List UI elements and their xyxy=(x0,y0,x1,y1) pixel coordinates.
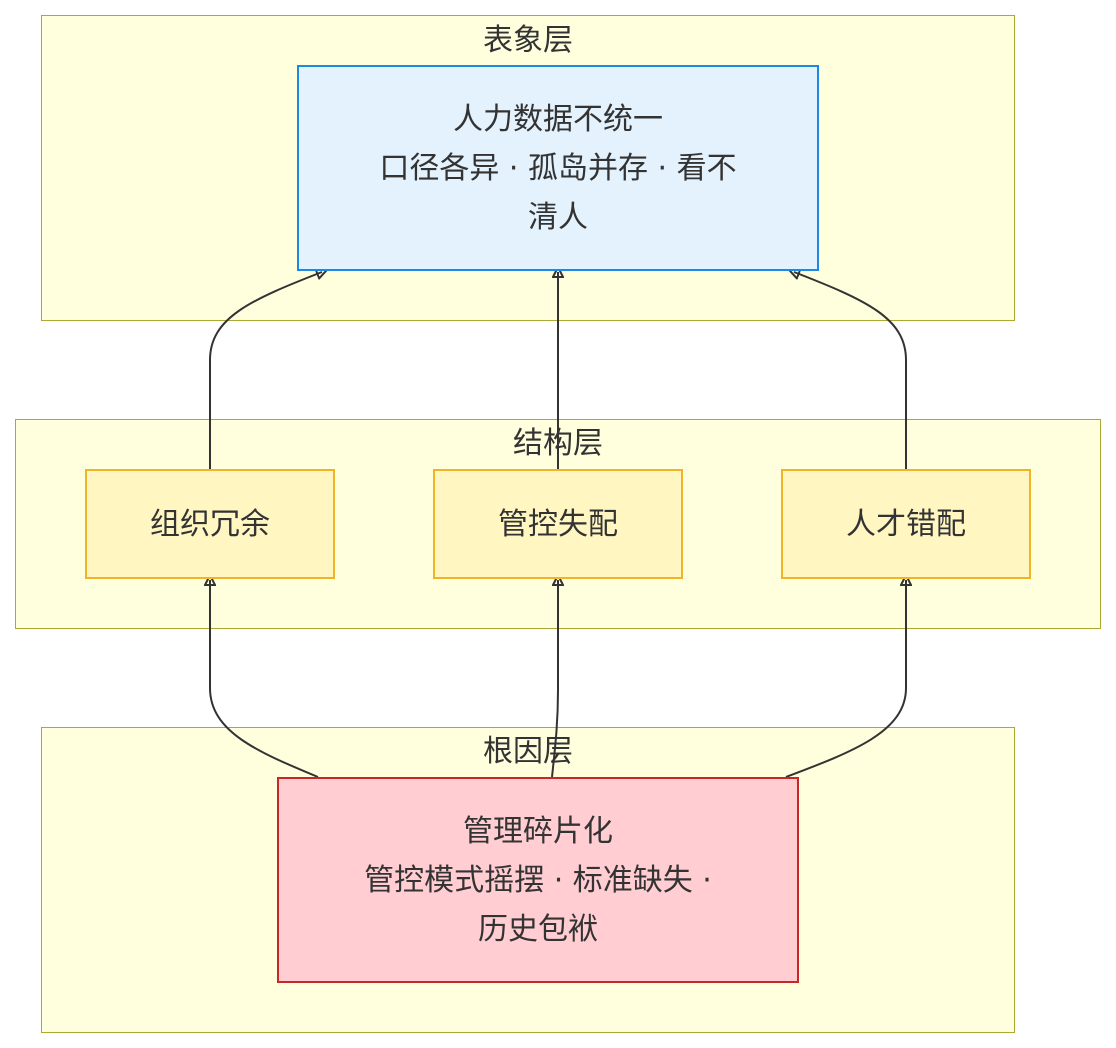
node-management-fragmentation: 管理碎片化 管控模式摇摆 · 标准缺失 · 历史包袱 xyxy=(277,777,799,983)
node-management-fragmentation-line2: 管控模式摇摆 · 标准缺失 · xyxy=(364,862,712,898)
node-control-mismatch-label: 管控失配 xyxy=(498,506,618,542)
node-talent-mismatch-label: 人才错配 xyxy=(846,506,966,542)
node-management-fragmentation-text: 管理碎片化 管控模式摇摆 · 标准缺失 · 历史包袱 xyxy=(364,807,712,954)
node-hr-data-inconsistent-line3: 清人 xyxy=(528,199,588,235)
node-hr-data-inconsistent: 人力数据不统一 口径各异 · 孤岛并存 · 看不 清人 xyxy=(297,65,819,271)
node-management-fragmentation-line3: 历史包袱 xyxy=(478,911,598,947)
surface-layer-title: 表象层 xyxy=(483,23,573,58)
node-talent-mismatch: 人才错配 xyxy=(781,469,1031,579)
node-control-mismatch: 管控失配 xyxy=(433,469,683,579)
node-org-redundancy: 组织冗余 xyxy=(85,469,335,579)
root-layer-title: 根因层 xyxy=(483,734,573,769)
structure-layer-title: 结构层 xyxy=(513,426,603,461)
node-hr-data-inconsistent-text: 人力数据不统一 口径各异 · 孤岛并存 · 看不 清人 xyxy=(379,95,736,242)
node-hr-data-inconsistent-line1: 人力数据不统一 xyxy=(453,101,663,137)
node-org-redundancy-label: 组织冗余 xyxy=(150,506,270,542)
node-management-fragmentation-line1: 管理碎片化 xyxy=(463,813,613,849)
node-hr-data-inconsistent-line2: 口径各异 · 孤岛并存 · 看不 xyxy=(379,150,737,186)
